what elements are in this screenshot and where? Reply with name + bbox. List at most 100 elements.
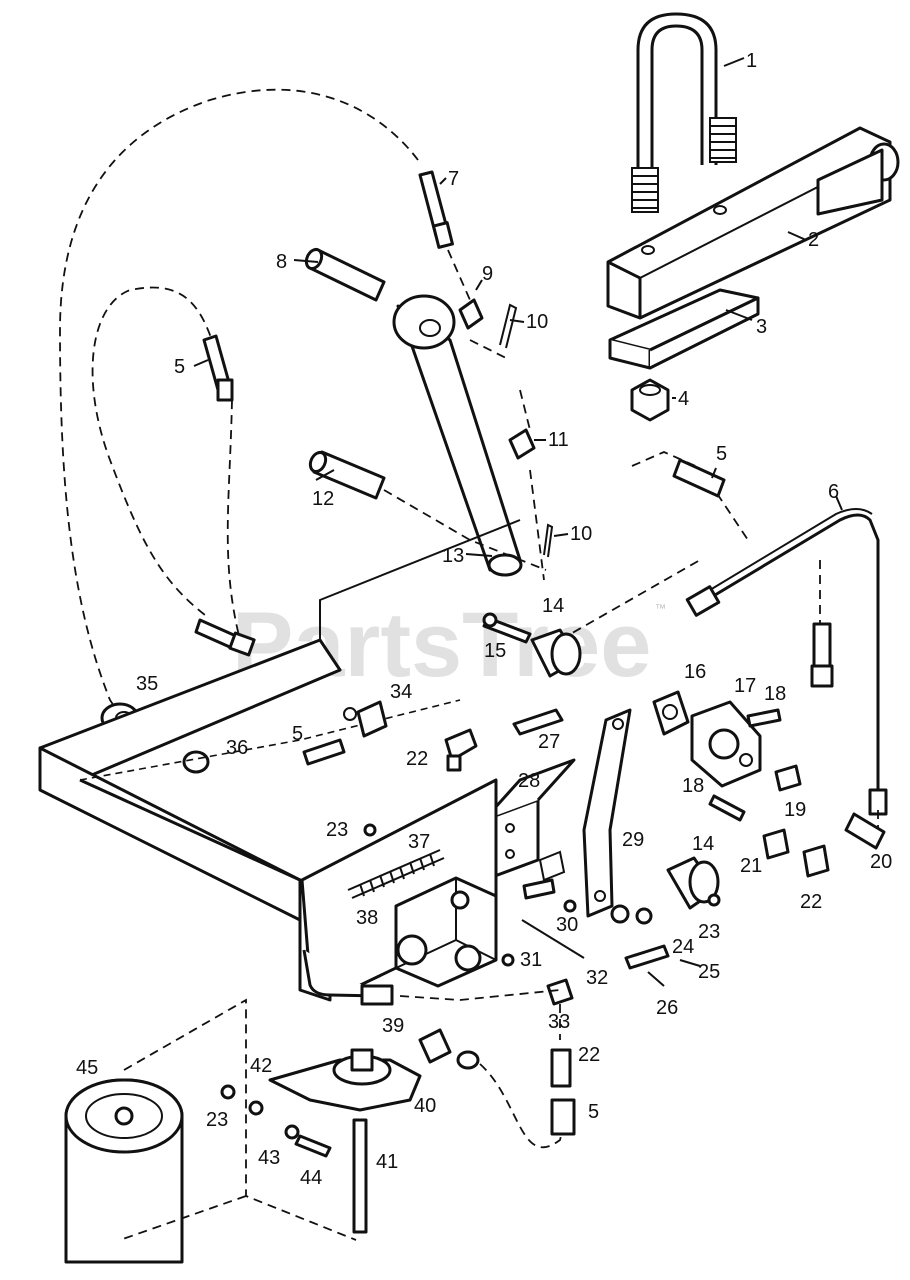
callout-31[interactable]: 31 bbox=[520, 949, 542, 971]
part-22-elbow-upper[interactable] bbox=[444, 728, 478, 772]
part-19-fitting[interactable] bbox=[774, 764, 802, 792]
callout-38[interactable]: 38 bbox=[356, 907, 378, 929]
part-9-elbow-fitting[interactable] bbox=[458, 298, 484, 330]
callout-11[interactable]: 11 bbox=[548, 429, 569, 451]
part-18-bolt-upper[interactable] bbox=[746, 708, 782, 728]
callout-37[interactable]: 37 bbox=[408, 831, 430, 853]
part-32-bolt[interactable] bbox=[521, 919, 585, 959]
part-31-nut[interactable] bbox=[501, 953, 515, 967]
part-42-lockwasher[interactable] bbox=[248, 1100, 264, 1116]
callout-21[interactable]: 21 bbox=[740, 855, 762, 877]
part-37-spring[interactable] bbox=[347, 849, 445, 899]
part-36-o-ring[interactable] bbox=[182, 750, 210, 774]
part-6-hydraulic-line[interactable] bbox=[685, 508, 888, 816]
callout-5b[interactable]: 5 bbox=[174, 356, 185, 378]
part-23-nut-upper[interactable] bbox=[363, 823, 377, 837]
part-25-pin[interactable] bbox=[679, 959, 701, 967]
part-14-bushing-top[interactable] bbox=[530, 628, 582, 678]
part-10-cotter-pin-bottom[interactable] bbox=[543, 523, 554, 558]
callout-16[interactable]: 16 bbox=[684, 661, 706, 683]
callout-33[interactable]: 33 bbox=[548, 1011, 570, 1033]
callout-27[interactable]: 27 bbox=[538, 731, 560, 753]
part-22-fitting-bottom[interactable] bbox=[550, 1048, 572, 1088]
callout-15[interactable]: 15 bbox=[484, 640, 506, 662]
callout-1[interactable]: 1 bbox=[746, 50, 757, 72]
part-21-fitting[interactable] bbox=[762, 828, 790, 860]
callout-23a[interactable]: 23 bbox=[326, 819, 348, 841]
part-45-oil-filter[interactable] bbox=[64, 1078, 184, 1264]
callout-41[interactable]: 41 bbox=[376, 1151, 398, 1173]
part-23-nut-lower[interactable] bbox=[220, 1084, 236, 1100]
part-16-gasket[interactable] bbox=[652, 690, 690, 736]
part-3-plate[interactable] bbox=[608, 288, 760, 370]
callout-10a[interactable]: 10 bbox=[526, 311, 548, 333]
callout-30[interactable]: 30 bbox=[556, 914, 578, 936]
part-29-lever[interactable] bbox=[582, 708, 632, 918]
callout-5a[interactable]: 5 bbox=[716, 443, 727, 465]
part-30-washer[interactable] bbox=[563, 899, 577, 913]
callout-25[interactable]: 25 bbox=[698, 961, 720, 983]
part-33-fitting[interactable] bbox=[546, 978, 574, 1006]
callout-34[interactable]: 34 bbox=[390, 681, 412, 703]
callout-17[interactable]: 17 bbox=[734, 675, 756, 697]
callout-36[interactable]: 36 bbox=[226, 737, 248, 759]
callout-19[interactable]: 19 bbox=[784, 799, 806, 821]
callout-24[interactable]: 24 bbox=[672, 936, 694, 958]
callout-10b[interactable]: 10 bbox=[570, 523, 592, 545]
part-1-u-bolt[interactable] bbox=[631, 12, 737, 213]
callout-7[interactable]: 7 bbox=[448, 168, 459, 190]
part-18-bolt-lower[interactable] bbox=[708, 794, 746, 822]
part-26-cotter[interactable] bbox=[647, 971, 665, 987]
part-8-pin[interactable] bbox=[303, 247, 386, 302]
part-5-hose-end-right-low[interactable] bbox=[810, 622, 834, 688]
part-15-bolt[interactable] bbox=[482, 612, 532, 644]
callout-14a[interactable]: 14 bbox=[542, 595, 564, 617]
callout-4[interactable]: 4 bbox=[678, 388, 689, 410]
callout-3[interactable]: 3 bbox=[756, 316, 767, 338]
part-10-cotter-pin-top[interactable] bbox=[499, 303, 518, 349]
part-23-nut-right[interactable] bbox=[707, 893, 721, 907]
part-5-hose-end-bottom[interactable] bbox=[550, 1098, 576, 1136]
callout-29[interactable]: 29 bbox=[622, 829, 644, 851]
callout-2[interactable]: 2 bbox=[808, 229, 819, 251]
part-40-filter-head[interactable] bbox=[268, 1048, 422, 1112]
part-38-control-valve[interactable] bbox=[394, 876, 498, 988]
callout-44[interactable]: 44 bbox=[300, 1167, 322, 1189]
part-41-tube[interactable] bbox=[352, 1118, 368, 1234]
callout-26[interactable]: 26 bbox=[656, 997, 678, 1019]
callout-18a[interactable]: 18 bbox=[764, 683, 786, 705]
callout-9[interactable]: 9 bbox=[482, 263, 493, 285]
callout-6[interactable]: 6 bbox=[828, 481, 839, 503]
part-11-tee-fitting[interactable] bbox=[508, 428, 536, 460]
callout-22b[interactable]: 22 bbox=[800, 891, 822, 913]
part-24-link[interactable] bbox=[624, 944, 670, 970]
callout-18b[interactable]: 18 bbox=[682, 775, 704, 797]
part-20-tee[interactable] bbox=[844, 812, 886, 850]
callout-40[interactable]: 40 bbox=[414, 1095, 436, 1117]
part-12-pin[interactable] bbox=[307, 450, 386, 500]
callout-5e[interactable]: 5 bbox=[588, 1101, 599, 1123]
callout-45[interactable]: 45 bbox=[76, 1057, 98, 1079]
callout-13[interactable]: 13 bbox=[442, 545, 464, 567]
part-4-nut[interactable] bbox=[630, 378, 670, 422]
callout-32[interactable]: 32 bbox=[586, 967, 608, 989]
part-17-hydraulic-pump[interactable] bbox=[690, 700, 762, 788]
callout-14b[interactable]: 14 bbox=[692, 833, 714, 855]
callout-12[interactable]: 12 bbox=[312, 488, 334, 510]
part-14-bushing-bottom[interactable] bbox=[666, 856, 720, 910]
callout-39[interactable]: 39 bbox=[382, 1015, 404, 1037]
callout-8[interactable]: 8 bbox=[276, 251, 287, 273]
callout-28[interactable]: 28 bbox=[518, 770, 540, 792]
part-5-fitting-center[interactable] bbox=[302, 738, 346, 766]
part-5-hose-end-mid[interactable] bbox=[194, 618, 256, 657]
callout-20[interactable]: 20 bbox=[870, 851, 892, 873]
part-34-tee-fitting[interactable] bbox=[343, 700, 388, 738]
callout-23b[interactable]: 23 bbox=[698, 921, 720, 943]
callout-42[interactable]: 42 bbox=[250, 1055, 272, 1077]
callout-35[interactable]: 35 bbox=[136, 673, 158, 695]
part-5-hose-end-left[interactable] bbox=[202, 334, 234, 402]
part-2-drawbar[interactable] bbox=[606, 126, 900, 320]
callout-23c[interactable]: 23 bbox=[206, 1109, 228, 1131]
part-13-hydraulic-cylinder[interactable] bbox=[392, 294, 523, 577]
part-5-hose-end-right[interactable] bbox=[672, 458, 726, 498]
